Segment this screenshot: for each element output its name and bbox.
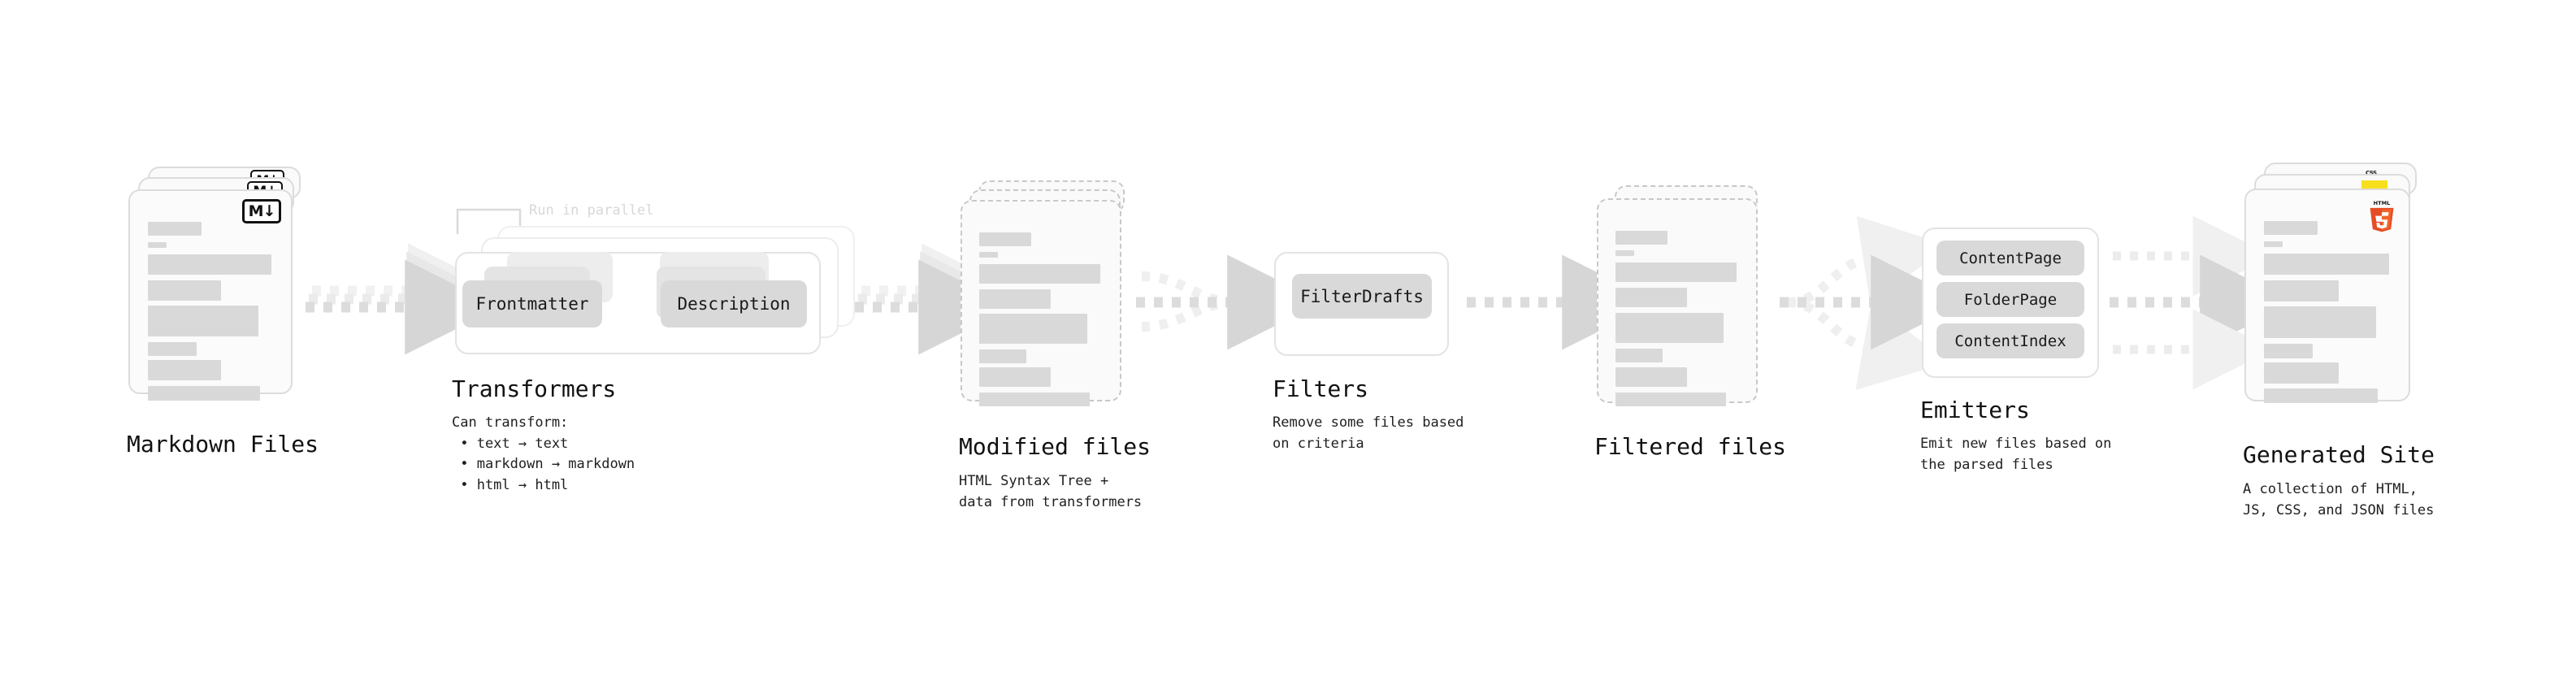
markdown-card-front: M↓ [128,189,293,401]
skeleton-line [148,280,221,301]
skeleton-line [148,222,202,236]
filters-title: Filters [1273,375,1369,402]
skeleton-line [2264,254,2389,275]
site-card-front: HTML [2244,189,2410,403]
emitter-chip-folderpage[interactable]: FolderPage [1936,282,2084,317]
skeleton-line [2264,241,2283,247]
svg-text:HTML: HTML [2374,200,2391,206]
skeleton-line [979,349,1026,363]
skeleton-line [2264,280,2339,301]
filtered-card-front [1597,198,1758,406]
filters-subtitle: Remove some files based on criteria [1273,414,1464,452]
transformer-chip-frontmatter[interactable]: Frontmatter [462,280,602,327]
modified-files-title: Modified files [959,433,1151,460]
skeleton-line [2264,344,2313,358]
arrow-emitters-to-site [2110,215,2296,390]
transformers-title: Transformers [452,375,617,402]
skeleton-line [979,393,1090,406]
skeleton-line [148,242,167,248]
emitters-subtitle: Emit new files based on the parsed files [1920,436,2112,473]
transformer-chip-description[interactable]: Description [661,280,807,327]
skeleton-line [979,367,1051,387]
skeleton-line [1615,367,1687,387]
skeleton-line [1615,313,1724,343]
filter-chip-filterdrafts[interactable]: FilterDrafts [1292,274,1432,319]
modified-card-front [961,200,1121,406]
skeleton-line [2264,306,2376,338]
arrow-markdown-to-transformers [306,243,504,355]
arrow-filtered-to-emitters [1780,215,1967,390]
run-in-parallel-label: Run in parallel [529,202,654,219]
skeleton-line [979,314,1087,344]
modified-files-subtitle: HTML Syntax Tree + data from transformer… [959,473,1143,510]
generated-site-stack: CSS HTML [2244,163,2439,423]
modified-files-stack [961,180,1147,424]
skeleton-line [2264,362,2339,384]
filtered-files-stack [1597,185,1784,429]
skeleton-line [1615,231,1667,245]
generated-site-title: Generated Site [2243,441,2435,468]
skeleton-line [148,386,260,401]
skeleton-line [979,252,998,258]
skeleton-line [1615,262,1737,282]
emitter-chip-contentindex[interactable]: ContentIndex [1936,323,2084,358]
filtered-files-title: Filtered files [1594,433,1787,460]
css-logo-text: CSS [2366,170,2377,176]
skeleton-line [1615,250,1634,256]
markdown-files-title: Markdown Files [127,431,319,458]
skeleton-line [2264,388,2378,403]
markdown-logo-icon: M↓ [242,199,281,223]
skeleton-line [979,264,1100,284]
emitter-chip-contentpage[interactable]: ContentPage [1936,241,2084,275]
skeleton-line [1615,393,1726,406]
skeleton-line [148,342,197,356]
transformers-subtitle: Can transform: • text → text • markdown … [452,414,635,493]
skeleton-line [1615,349,1663,362]
skeleton-line [1615,288,1687,307]
emitters-title: Emitters [1920,397,2030,423]
html5-logo-icon: HTML [2365,198,2399,232]
skeleton-line [979,289,1051,309]
skeleton-line [979,232,1031,246]
generated-site-subtitle: A collection of HTML, JS, CSS, and JSON … [2243,481,2435,518]
arrow-modified-to-filters [1136,254,1323,350]
skeleton-line [148,360,221,380]
skeleton-line [148,254,271,275]
skeleton-line [2264,221,2318,235]
markdown-files-stack: M↓ M↓ M↓ [128,167,315,419]
skeleton-line [148,306,258,336]
